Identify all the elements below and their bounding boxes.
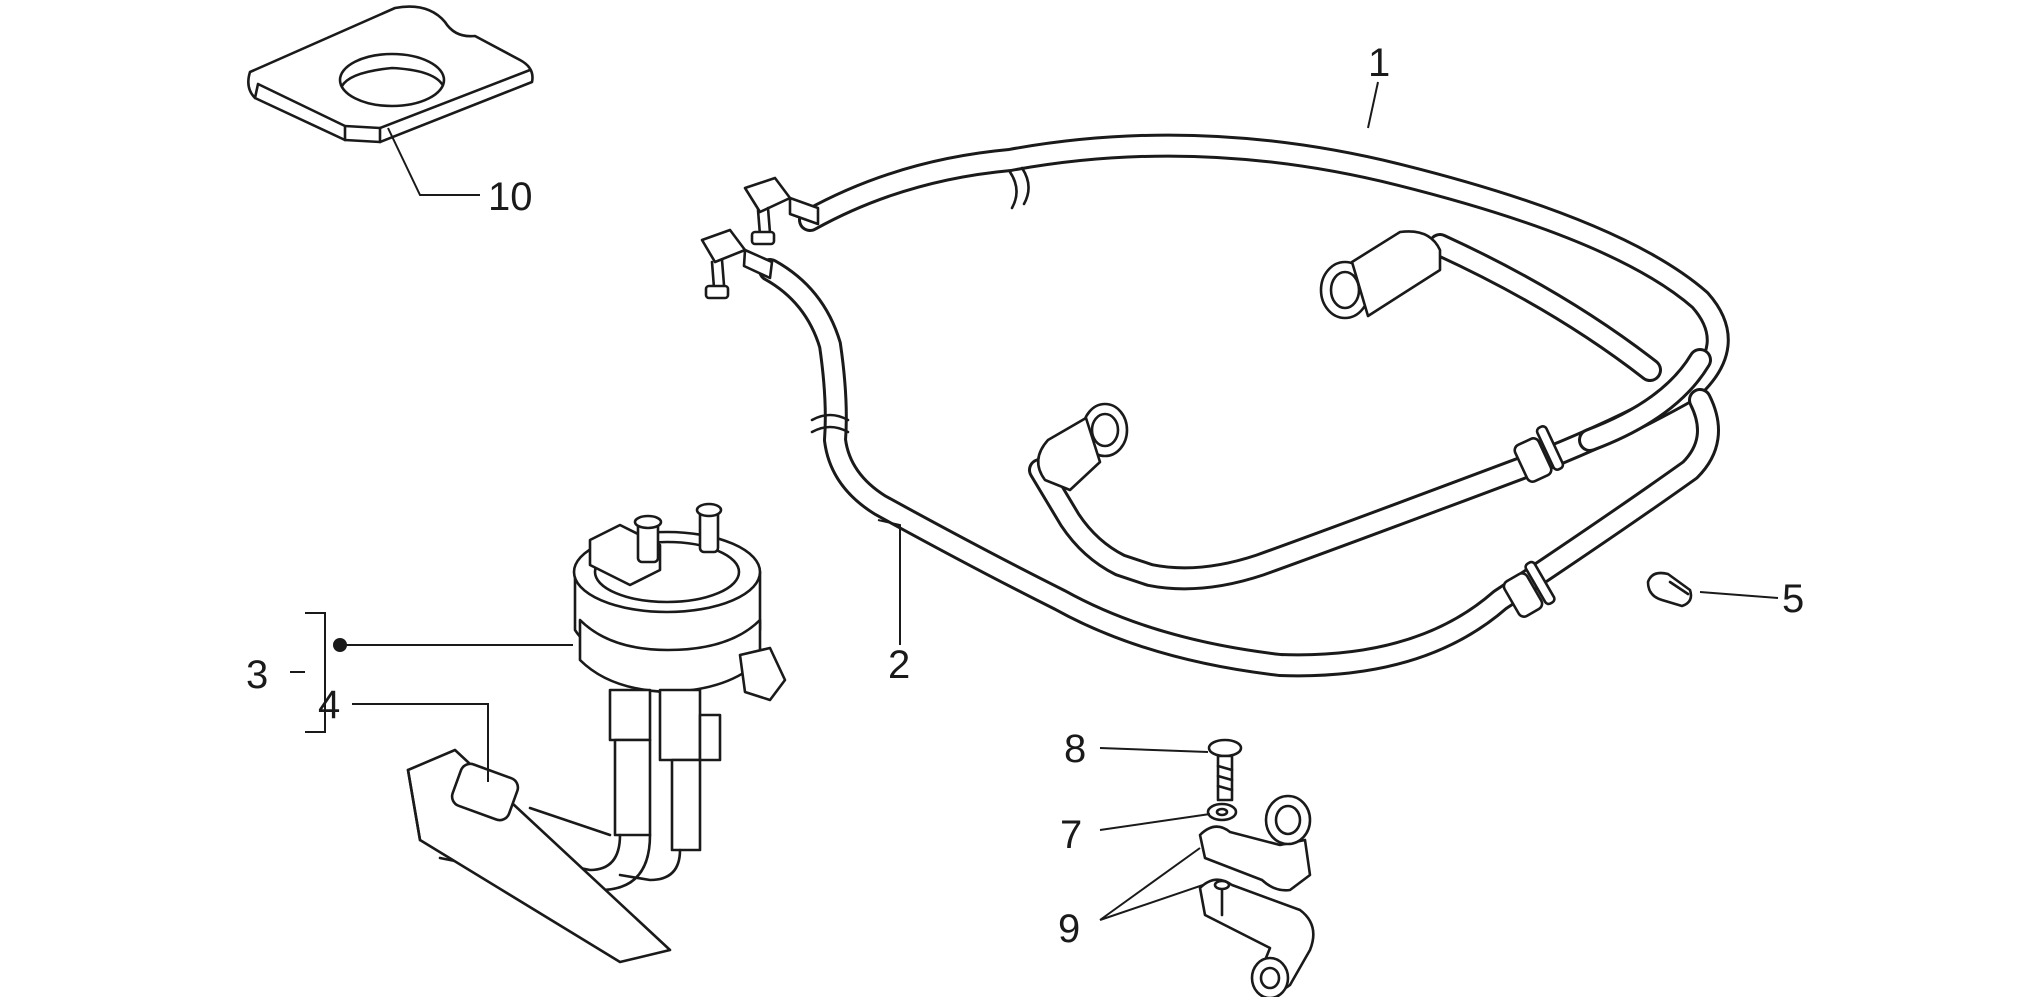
callout-2: 2 [888,643,910,687]
callout-5: 5 [1782,577,1804,621]
bracket-dot [333,638,347,652]
part-8-screw [1207,738,1243,802]
callout-8: 8 [1064,727,1086,771]
hose-end-nozzles [700,176,820,300]
callout-7: 7 [1060,813,1082,857]
part-1-hose [798,133,1730,591]
callout-3: 3 [246,653,268,697]
part-9-brackets [1198,794,1315,997]
callout-9: 9 [1058,907,1080,951]
callout-10: 10 [488,175,533,219]
part-4-filter [406,748,672,964]
callout-1: 1 [1368,41,1390,85]
part-10-pad [247,5,534,144]
part-7-washer [1206,802,1238,822]
part-3-pump-assembly [438,502,787,892]
part-5-clip [1646,571,1693,608]
hose-elbow-fittings [1036,230,1565,618]
callout-4: 4 [318,683,340,727]
hose-break-marks [810,166,1030,434]
part-2-hose [758,258,1720,678]
leader-lines [290,81,1779,921]
